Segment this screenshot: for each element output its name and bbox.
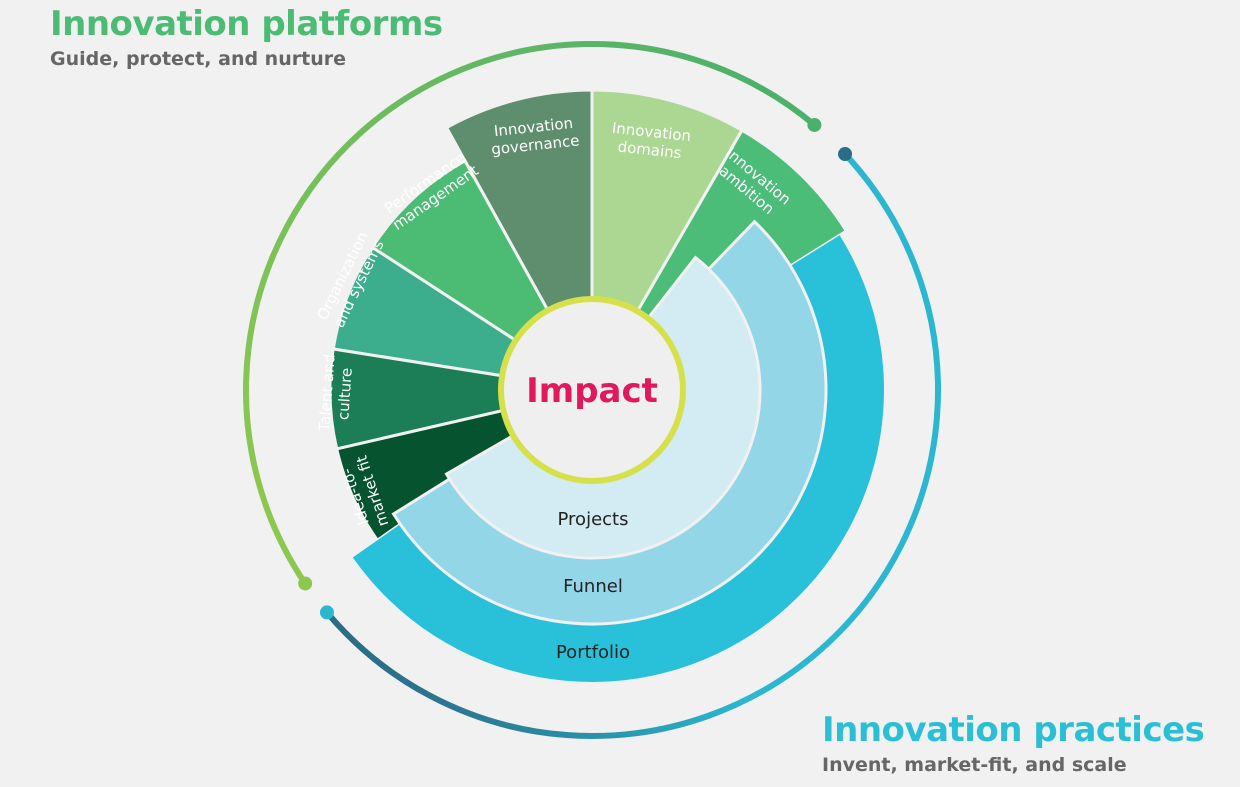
- outer-arcs: [243, 41, 942, 739]
- practices-arc-start-dot: [838, 147, 853, 162]
- practices-arc-end-dot: [319, 605, 334, 620]
- platforms-title: Innovation platforms: [50, 4, 443, 44]
- ring-label-portfolio: Portfolio: [556, 642, 630, 663]
- ring-label-projects: Projects: [558, 509, 629, 530]
- segment-label: Talent andculture: [315, 353, 356, 434]
- platforms-arc-start-dot: [298, 576, 313, 591]
- platforms-outer-arc: [243, 41, 818, 587]
- segment-label: Innovationdomains: [609, 119, 692, 163]
- practices-heading: Innovation practices Invent, market-fit,…: [822, 710, 1205, 778]
- platforms-subtitle: Guide, protect, and nurture: [50, 48, 346, 70]
- practices-title: Innovation practices: [822, 710, 1205, 750]
- platforms-heading: Innovation platforms Guide, protect, and…: [50, 4, 443, 72]
- ring-label-funnel: Funnel: [563, 576, 623, 597]
- platforms-arc-end-dot: [807, 117, 822, 132]
- impact-center-circle: [498, 296, 686, 484]
- practices-subtitle: Invent, market-fit, and scale: [822, 754, 1127, 776]
- impact-label: Impact: [526, 371, 658, 411]
- practice-rings: [352, 219, 884, 682]
- segment-label: Idea-to-market fit: [335, 453, 392, 534]
- practices-outer-arc: [323, 151, 942, 739]
